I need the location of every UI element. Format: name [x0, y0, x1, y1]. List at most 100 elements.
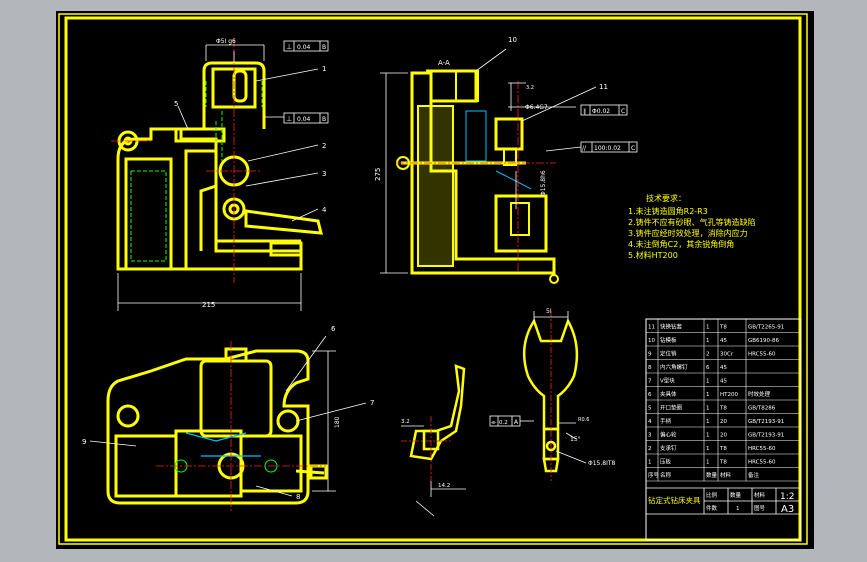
parts-cell-no: 8 — [648, 365, 652, 371]
parts-cell-note: HRC55-60 — [748, 460, 776, 466]
sheet-border-inner — [64, 16, 802, 542]
tolerance-frame-2: ⊥ 0.04 B — [283, 112, 329, 124]
tolerance-frame-5: ⌯ 0.2 A — [489, 415, 521, 427]
title-block-sheet-size: A3 — [781, 504, 794, 515]
parts-cell-name: 支承钉 — [660, 444, 677, 452]
tech-req-item-2: 2.铸件不应有砂眼、气孔等铸造缺陷 — [628, 217, 756, 227]
callout-5: 5 — [174, 100, 178, 108]
parts-cell-qty: 2 — [706, 352, 710, 358]
parts-cell-note: GB/T2193-91 — [748, 433, 784, 439]
parts-cell-material: 20 — [720, 419, 727, 425]
tolerance-frame-4: // 100:0.02 C — [545, 141, 638, 153]
parts-cell-qty: 1 — [706, 338, 710, 344]
side-dimensions — [380, 48, 597, 274]
tech-req-item-1: 1.未注铸造圆角R2-R3 — [628, 206, 708, 216]
callout-4: 4 — [322, 206, 327, 214]
parts-cell-material: T8 — [719, 460, 727, 466]
parts-cell-material: 20 — [720, 433, 727, 439]
parts-cell-name: V型块 — [660, 377, 675, 385]
parts-cell-name: 内六角螺钉 — [660, 363, 688, 371]
title-block-r2b: 1 — [736, 506, 740, 512]
lever-dimensions — [401, 425, 466, 517]
sheet-border-outer — [58, 13, 808, 545]
wrench-angle: 15° — [570, 436, 581, 443]
parts-cell-no: 4 — [648, 419, 652, 425]
parts-cell-no: 2 — [648, 446, 652, 452]
plan-view — [106, 347, 328, 505]
callout-7: 7 — [370, 399, 374, 407]
parts-cell-material: 45 — [720, 379, 727, 385]
parts-cell-note: 时效处理 — [748, 390, 771, 398]
side-dim-height: 275 — [374, 168, 382, 181]
parts-cell-no: 6 — [648, 392, 652, 398]
svg-text:B: B — [322, 44, 326, 51]
lever-dim-b: 14.2 — [438, 483, 450, 489]
parts-cell-qty: 6 — [706, 365, 710, 371]
parts-cell-material: 30Cr — [720, 352, 734, 358]
title-block-h1: 比例 — [706, 491, 718, 499]
svg-text:0.04: 0.04 — [297, 116, 311, 123]
parts-cell-no: 10 — [648, 338, 655, 344]
parts-cell-material: 45 — [720, 365, 727, 371]
front-view-centerlines — [111, 39, 262, 283]
lever-dim-a: 3.2 — [401, 419, 410, 425]
parts-cell-no: 1 — [648, 460, 652, 466]
side-centerlines — [396, 81, 556, 273]
tech-req-title: 技术要求： — [646, 193, 686, 203]
title-block — [646, 487, 801, 515]
title-block-h2: 数量 — [730, 491, 742, 499]
svg-text:C: C — [631, 145, 635, 152]
callout-1: 1 — [322, 65, 326, 73]
parts-cell-material: T8 — [719, 446, 727, 452]
parts-cell-qty: 1 — [706, 406, 710, 412]
parts-cell-qty: 1 — [706, 379, 710, 385]
svg-text:⌯: ⌯ — [491, 419, 496, 426]
parts-cell-name: 压板 — [660, 458, 672, 466]
tech-req-item-5: 5.材料HT200 — [628, 250, 678, 260]
plan-centerlines — [156, 341, 326, 511]
tolerance-frame-3: ∥ Φ0.02 C — [580, 104, 628, 116]
parts-cell-material: 45 — [720, 338, 727, 344]
parts-header-no: 序号 — [648, 471, 660, 479]
parts-cell-material: T8 — [719, 325, 727, 331]
side-annotation-pin: Φ15.8h6 — [540, 170, 547, 196]
parts-cell-qty: 1 — [706, 460, 710, 466]
wrench-dimensions — [520, 311, 587, 464]
side-section-view — [396, 69, 559, 284]
svg-text:A: A — [514, 419, 519, 426]
svg-text:∥: ∥ — [583, 108, 586, 115]
parts-cell-no: 11 — [648, 325, 655, 331]
svg-text:⊥: ⊥ — [286, 43, 292, 51]
tech-requirements: 技术要求： 1.未注铸造圆角R2-R3 2.铸件不应有砂眼、气孔等铸造缺陷 3.… — [628, 193, 756, 260]
parts-cell-name: 开口垫圈 — [660, 404, 683, 412]
parts-cell-qty: 1 — [706, 325, 710, 331]
title-block-r2c: 图号 — [754, 504, 766, 512]
wrench-hole-dim: Φ15.8IT8 — [588, 460, 616, 467]
title-block-r2a: 件数 — [706, 504, 718, 512]
parts-cell-qty: 1 — [706, 419, 710, 425]
svg-text:Φ0.02: Φ0.02 — [592, 108, 610, 115]
wrench-dim-top: 5I — [546, 308, 552, 315]
svg-text://: // — [582, 145, 587, 152]
parts-header-material: 材料 — [720, 471, 732, 479]
plan-dim-height: 180 — [334, 416, 341, 428]
lever-detail — [409, 364, 466, 461]
parts-cell-name: 快换钻套 — [660, 323, 683, 331]
parts-cell-no: 3 — [648, 433, 652, 439]
callout-9: 9 — [82, 438, 86, 446]
svg-text:0.2: 0.2 — [499, 420, 508, 426]
parts-cell-material: HT200 — [720, 392, 738, 398]
side-section-hatch — [465, 110, 532, 190]
plan-dimensions-leaders — [89, 335, 367, 497]
side-annotation-small: 3.2 — [526, 85, 534, 91]
svg-text:100:0.02: 100:0.02 — [594, 145, 621, 152]
callout-2: 2 — [322, 142, 326, 150]
parts-header-qty: 数量 — [706, 471, 718, 479]
parts-cell-name: 手柄 — [660, 417, 672, 425]
wrench-dim-small: R0.6 — [578, 417, 589, 423]
title-block-title: 钻定式钻床夹具 — [648, 495, 701, 505]
callout-3: 3 — [322, 170, 326, 178]
cad-viewport: 215 Φ5I g6 ⊥ 0.04 B ⊥ 0.04 B 1 2 3 4 5 — [56, 11, 814, 549]
front-callout-leaders — [177, 68, 319, 222]
